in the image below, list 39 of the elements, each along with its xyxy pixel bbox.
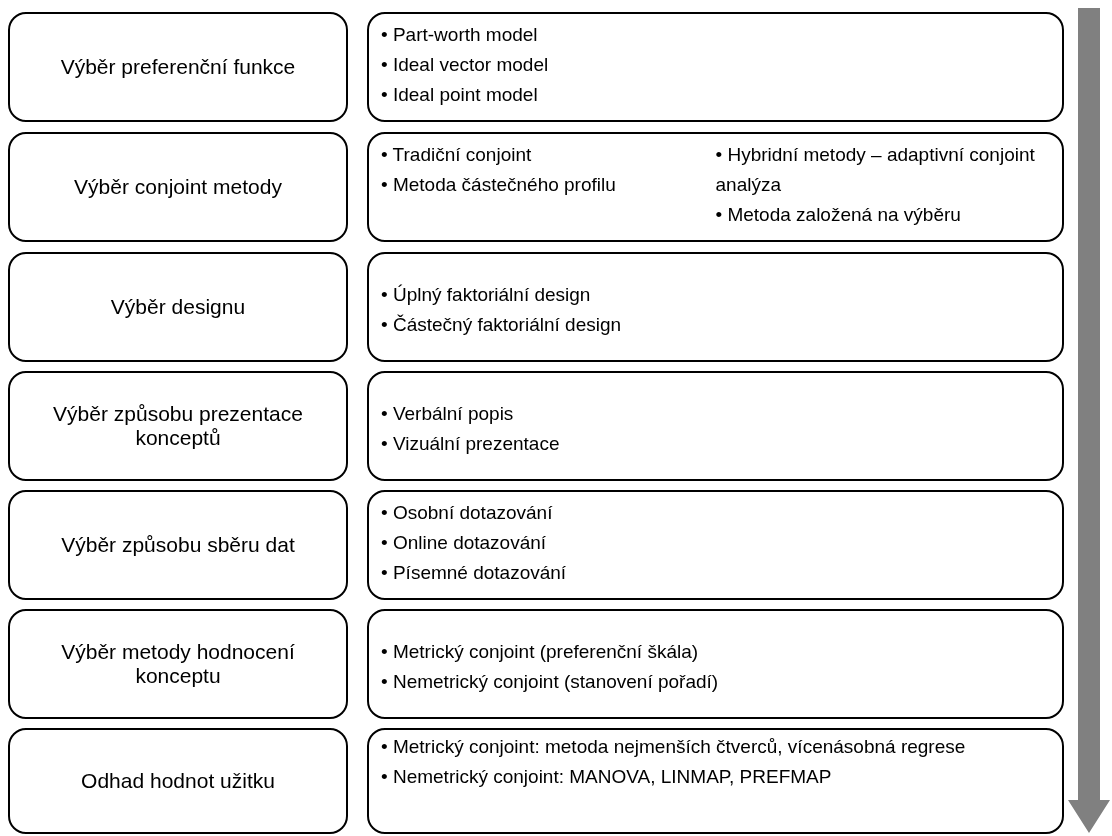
list-item: • Úplný faktoriální design	[381, 283, 592, 307]
options-box	[367, 609, 1064, 719]
step-label: Výběr conjoint metody	[74, 175, 282, 199]
options-box	[367, 371, 1064, 481]
step-box	[8, 12, 348, 122]
step-box	[8, 132, 348, 242]
list-item: • Metrický conjoint (preferenční škála)	[381, 640, 700, 664]
list-item: • Ideal point model	[381, 83, 539, 107]
list-item: • Vizuální prezentace	[381, 432, 561, 456]
step-box	[8, 609, 348, 719]
options-box	[367, 12, 1064, 122]
step-label: Výběr preferenční funkce	[60, 55, 296, 79]
options-box	[367, 132, 1064, 242]
list-item: • Nemetrický conjoint: MANOVA, LINMAP, PREFMAP	[381, 765, 833, 789]
step-box	[8, 728, 348, 834]
step-label: Výběr způsobu sběru dat	[61, 533, 295, 557]
options-box	[367, 728, 1064, 834]
step-label: Výběr designu	[110, 295, 246, 319]
list-item: • Písemné dotazování	[381, 561, 568, 585]
options-box	[367, 490, 1064, 600]
list-item: • Hybridní metody – adaptivní conjoint analýza	[715, 143, 1036, 197]
list-item: • Nemetrický conjoint (stanovení pořadí)	[381, 670, 720, 694]
list-item: • Ideal vector model	[381, 53, 550, 77]
list-item: • Online dotazování	[381, 531, 548, 555]
list-item: • Verbální popis	[381, 402, 515, 426]
list-item: • Metoda založená na výběru	[715, 203, 962, 227]
list-item: • Metoda částečného profilu	[381, 173, 617, 197]
step-label: Odhad hodnot užitku	[81, 769, 275, 793]
list-item: • Částečný faktoriální design	[381, 313, 623, 337]
step-box	[8, 252, 348, 362]
options-box	[367, 252, 1064, 362]
step-label: Výběr způsobu prezentace konceptů	[52, 402, 304, 450]
list-item: • Tradiční conjoint	[381, 143, 533, 167]
list-item: • Metrický conjoint: metoda nejmenších čtverců, vícenásobná regrese	[381, 735, 967, 759]
step-label: Výběr metody hodnocení konceptu	[60, 640, 296, 688]
step-box	[8, 371, 348, 481]
step-box	[8, 490, 348, 600]
list-item: • Part-worth model	[381, 23, 539, 47]
list-item: • Osobní dotazování	[381, 501, 554, 525]
